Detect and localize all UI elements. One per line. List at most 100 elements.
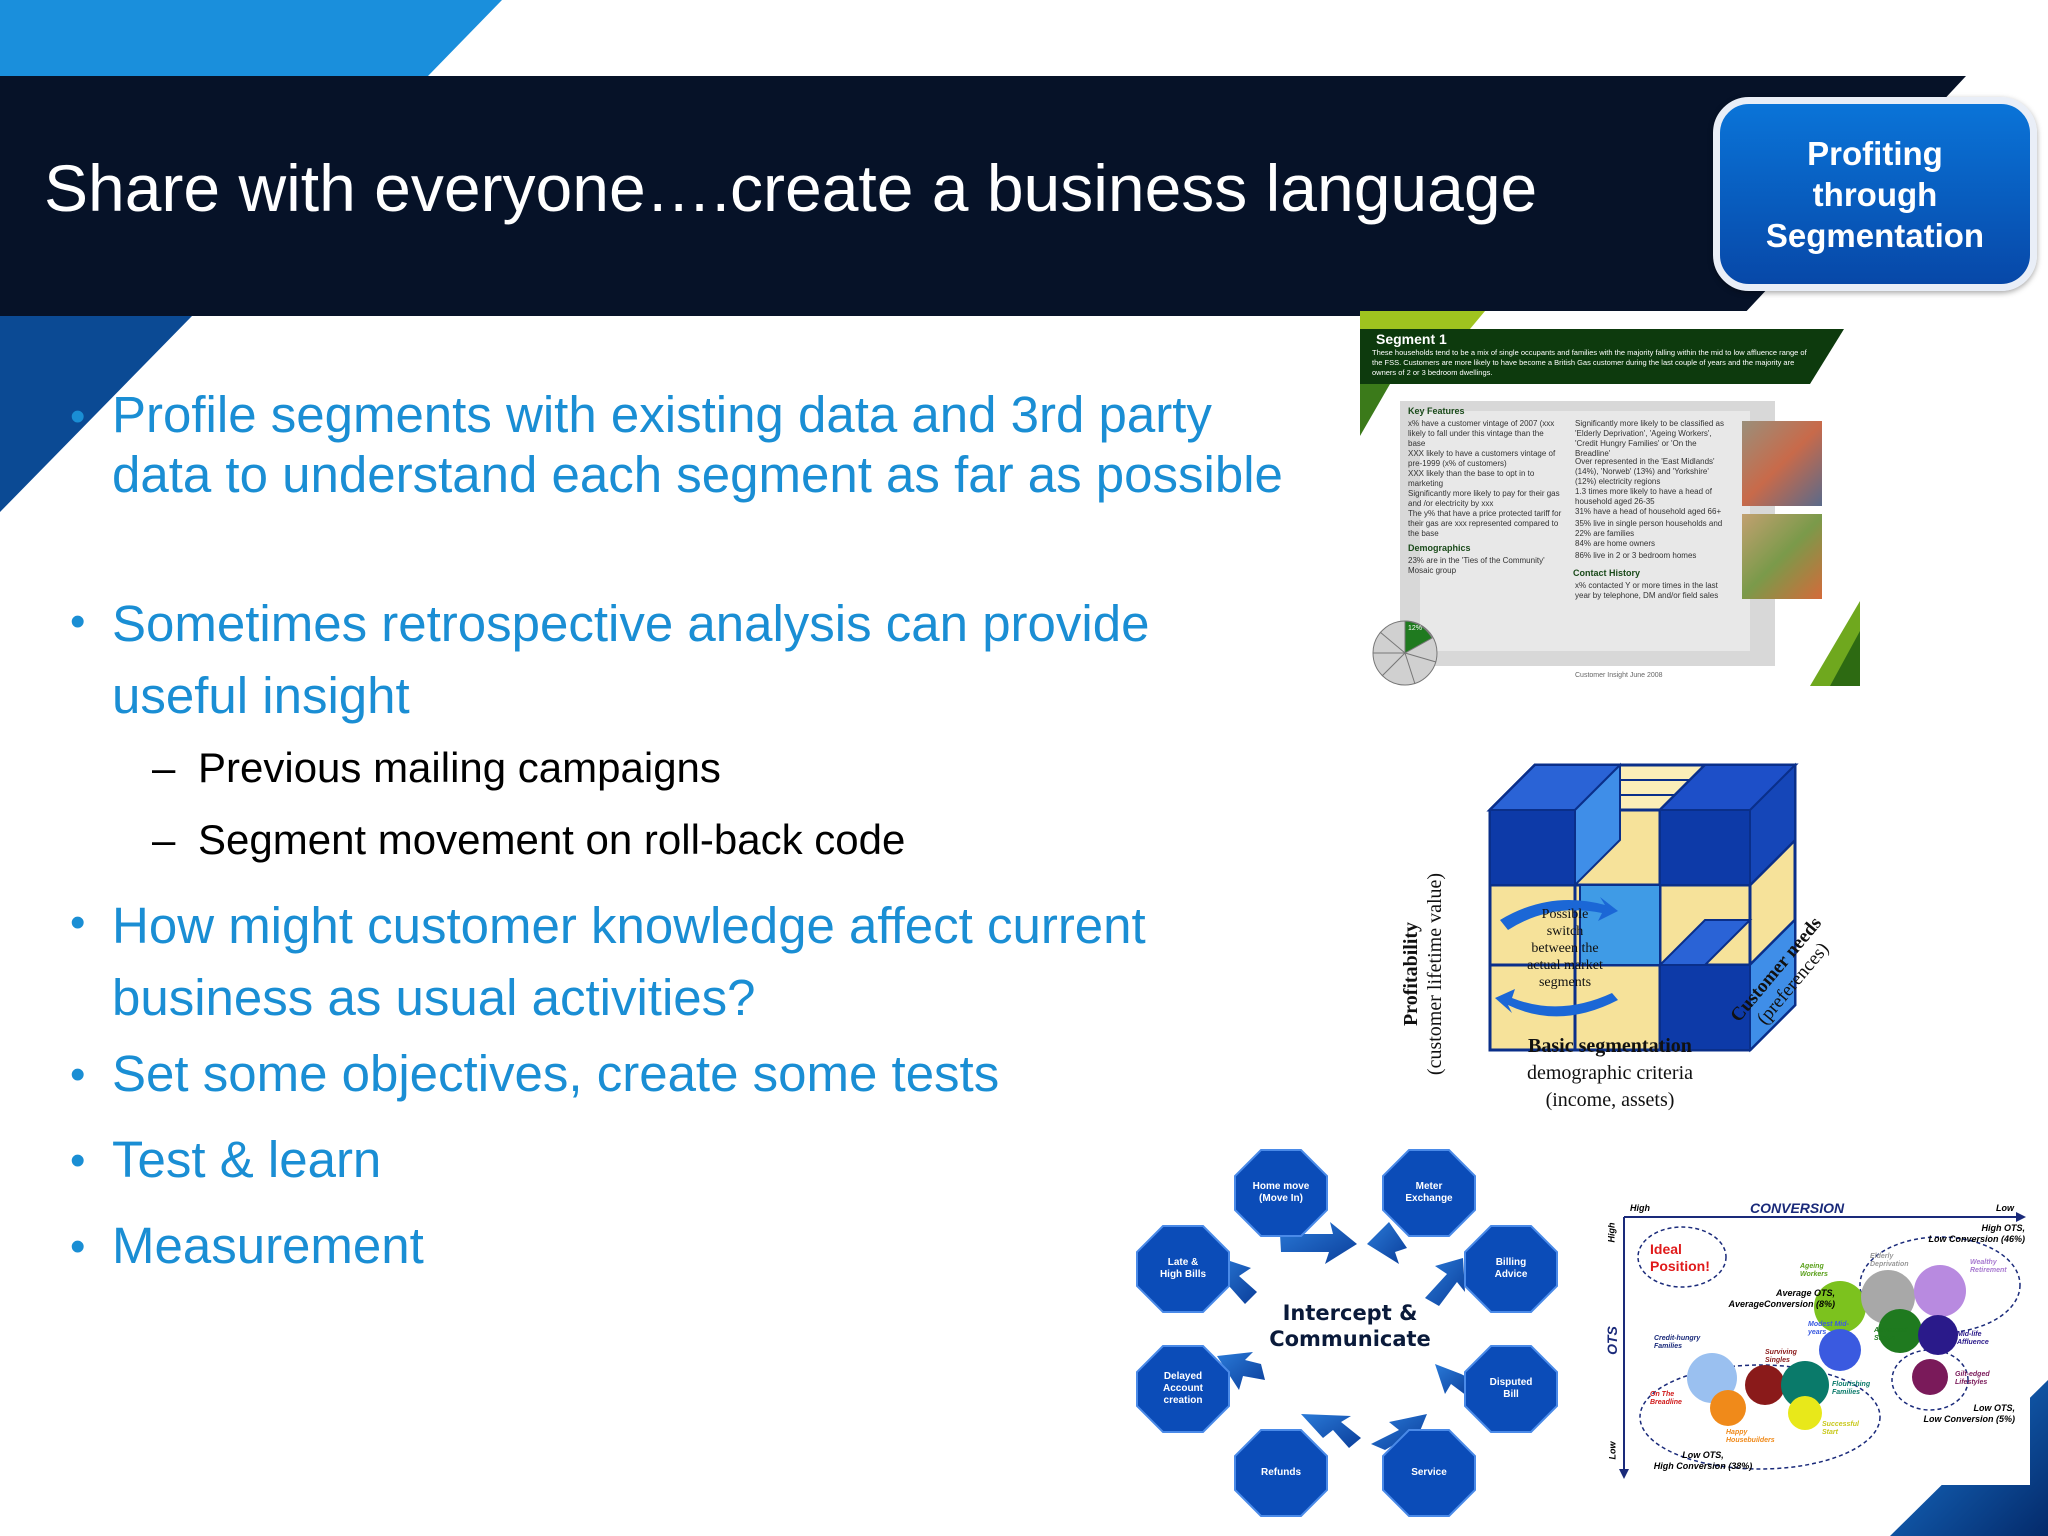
- bullet-marker: •: [70, 1222, 86, 1271]
- left-feature: x% have a customer vintage of 2007 (xxx …: [1408, 419, 1555, 448]
- segment-card-heading: Segment 1: [1376, 331, 1447, 347]
- right-feature: Over represented in the 'East Midlands' …: [1575, 457, 1715, 486]
- key-features-label: Key Features: [1408, 406, 1465, 416]
- node-disputed-bill: Disputed Bill: [1463, 1344, 1559, 1434]
- cube-x-axis-sub: demographic criteria: [1526, 1062, 1694, 1084]
- node-delayed-account: Delayed Account creation: [1135, 1344, 1231, 1434]
- conversion-ots-chart: CONVERSION High Low OTS High Low Ideal P…: [1600, 1195, 2030, 1485]
- ots-high-label: High: [1606, 1222, 1617, 1243]
- segment-label: Happy Housebuilders: [1726, 1429, 1775, 1444]
- segment-card-intro: These households tend to be a mix of sin…: [1372, 348, 1807, 377]
- left-feature: Significantly more likely to pay for the…: [1408, 489, 1560, 508]
- segment-label: Advanced Status: [1874, 1327, 1908, 1342]
- annotation-average: Average OTS, AverageConversion (8%): [1728, 1288, 1835, 1309]
- bullet-item: Set some objectives, create some tests: [112, 1045, 1000, 1102]
- cube-y-axis-label: Profitability (customer lifetime value): [1399, 844, 1447, 1104]
- bullet-item: Test & learn: [112, 1131, 382, 1188]
- conversion-chart-graphics: [1619, 1212, 2026, 1479]
- intercept-diagram: Intercept & Communicate Home move (Move …: [1135, 1148, 1565, 1528]
- conversion-low-label: Low: [1996, 1203, 2014, 1213]
- segment-card-footer: Customer Insight June 2008: [1575, 672, 1663, 679]
- demographics-item: 23% are in the 'Ties of the Community' M…: [1408, 556, 1545, 575]
- conversion-axis-title: CONVERSION: [1750, 1200, 1845, 1216]
- node-label: Refunds: [1261, 1467, 1301, 1478]
- node-label: Meter Exchange: [1405, 1181, 1453, 1204]
- left-feature: XXX likely than the base to opt in to ma…: [1408, 469, 1535, 488]
- sub-bullet-marker: –: [152, 816, 176, 863]
- sub-bullet-item: Segment movement on roll-back code: [198, 816, 906, 863]
- cube-x-axis-sub: (income, assets): [1545, 1089, 1675, 1111]
- ideal-position-label: Ideal Position!: [1650, 1241, 1710, 1274]
- node-label: Billing Advice: [1494, 1257, 1528, 1280]
- sub-bullet-marker: –: [152, 744, 176, 791]
- cube-center-line: between the: [1531, 941, 1599, 956]
- right-feature: Significantly more likely to be classifi…: [1575, 419, 1724, 458]
- right-feature: 31% have a head of household aged 66+: [1575, 507, 1722, 516]
- ots-axis-title: OTS: [1603, 1326, 1620, 1355]
- segment-label: Successful Start: [1822, 1421, 1859, 1436]
- cube-y-axis-title: Profitability: [1400, 921, 1422, 1027]
- node-label: Service: [1411, 1467, 1447, 1478]
- photo-family: [1742, 514, 1822, 599]
- right-feature: 35% live in single person households and…: [1575, 519, 1723, 538]
- cube-center-line: actual market: [1527, 958, 1603, 973]
- contact-history-label: Contact History: [1573, 568, 1641, 578]
- node-service: Service: [1381, 1428, 1477, 1518]
- segment-label: Surviving Singles: [1765, 1349, 1797, 1364]
- photo-street: [1742, 421, 1822, 506]
- segment-label: Gilt-edged Lifestyles: [1955, 1371, 1990, 1386]
- node-label: Disputed Bill: [1489, 1377, 1533, 1400]
- segment-card-background: [1360, 311, 1860, 686]
- segment-label: Flourishing Families: [1832, 1381, 1871, 1396]
- bullet-item: How might customer knowledge affect curr…: [112, 897, 1146, 1026]
- cube-center-line: Possible: [1541, 907, 1589, 922]
- conversion-high-label: High: [1630, 1203, 1650, 1213]
- cube-y-axis-sub: (customer lifetime value): [1424, 872, 1446, 1076]
- annotation-low-ots-high-conv: Low OTS, High Conversion (38%): [1653, 1450, 1753, 1471]
- ots-low-label: Low: [1607, 1441, 1618, 1460]
- pie-label: 12%: [1408, 625, 1423, 632]
- bullet-marker: •: [70, 597, 86, 646]
- left-feature: The y% that have a price protected tarif…: [1408, 509, 1562, 538]
- bullet-item: Profile segments with existing data and …: [112, 386, 1283, 503]
- bullet-marker: •: [70, 392, 86, 441]
- demographics-label: Demographics: [1408, 543, 1471, 553]
- node-meter-exchange: Meter Exchange: [1381, 1148, 1477, 1238]
- node-home-move: Home move (Move In): [1233, 1148, 1329, 1238]
- cube-center-line: segments: [1538, 975, 1592, 990]
- segment-label: Modest Mid-years: [1808, 1321, 1849, 1336]
- segment-label: Elderly Deprivation: [1870, 1253, 1909, 1268]
- bullet-item: Measurement: [112, 1217, 424, 1274]
- right-feature: 1.3 times more likely to have a head of …: [1575, 487, 1712, 506]
- sub-bullet-item: Previous mailing campaigns: [198, 744, 721, 791]
- topic-badge: Profiting through Segmentation: [1713, 97, 2037, 291]
- cube-x-axis-label: Basic segmentation demographic criteria …: [1470, 1033, 1750, 1114]
- segment-label: Wealthy Retirement: [1970, 1259, 2007, 1274]
- bullet-marker: •: [70, 898, 86, 947]
- node-billing-advice: Billing Advice: [1463, 1224, 1559, 1314]
- segmentation-cube-diagram: [1486, 762, 1799, 1053]
- segment-label: Mid-life Affluence: [1957, 1331, 1989, 1346]
- annotation-high-ots: High OTS, Low Conversion (46%): [1928, 1223, 2025, 1244]
- bullet-item: Sometimes retrospective analysis can pro…: [112, 595, 1150, 724]
- node-label: Late & High Bills: [1159, 1257, 1207, 1280]
- segment-label: On The Breadline: [1650, 1391, 1682, 1406]
- bullet-marker: •: [70, 1050, 86, 1099]
- left-feature: XXX likely to have a customers vintage o…: [1408, 449, 1556, 468]
- right-feature: 86% live in 2 or 3 bedroom homes: [1575, 551, 1697, 560]
- cube-center-label: Possible switch between the actual marke…: [1515, 906, 1615, 991]
- segment-label: Ageing Workers: [1800, 1263, 1828, 1278]
- node-late-high-bills: Late & High Bills: [1135, 1224, 1231, 1314]
- annotation-low-ots-low-conv: Low OTS, Low Conversion (5%): [1923, 1403, 2015, 1424]
- topic-badge-label: Profiting through Segmentation: [1765, 134, 1985, 254]
- contact-item: x% contacted Y or more times in the last…: [1575, 581, 1719, 600]
- node-label: Delayed Account creation: [1163, 1371, 1203, 1406]
- segment-profile-card: Segment 1 These households tend to be a …: [1360, 311, 1860, 686]
- intercept-center-label: Intercept & Communicate: [1269, 1301, 1431, 1351]
- right-feature: 84% are home owners: [1575, 539, 1656, 548]
- node-refunds: Refunds: [1233, 1428, 1329, 1518]
- intercept-arrows: [1213, 1222, 1473, 1450]
- bullet-marker: •: [70, 1136, 86, 1185]
- cube-center-line: switch: [1546, 924, 1584, 939]
- slide-title: Share with everyone….create a business l…: [44, 151, 1538, 225]
